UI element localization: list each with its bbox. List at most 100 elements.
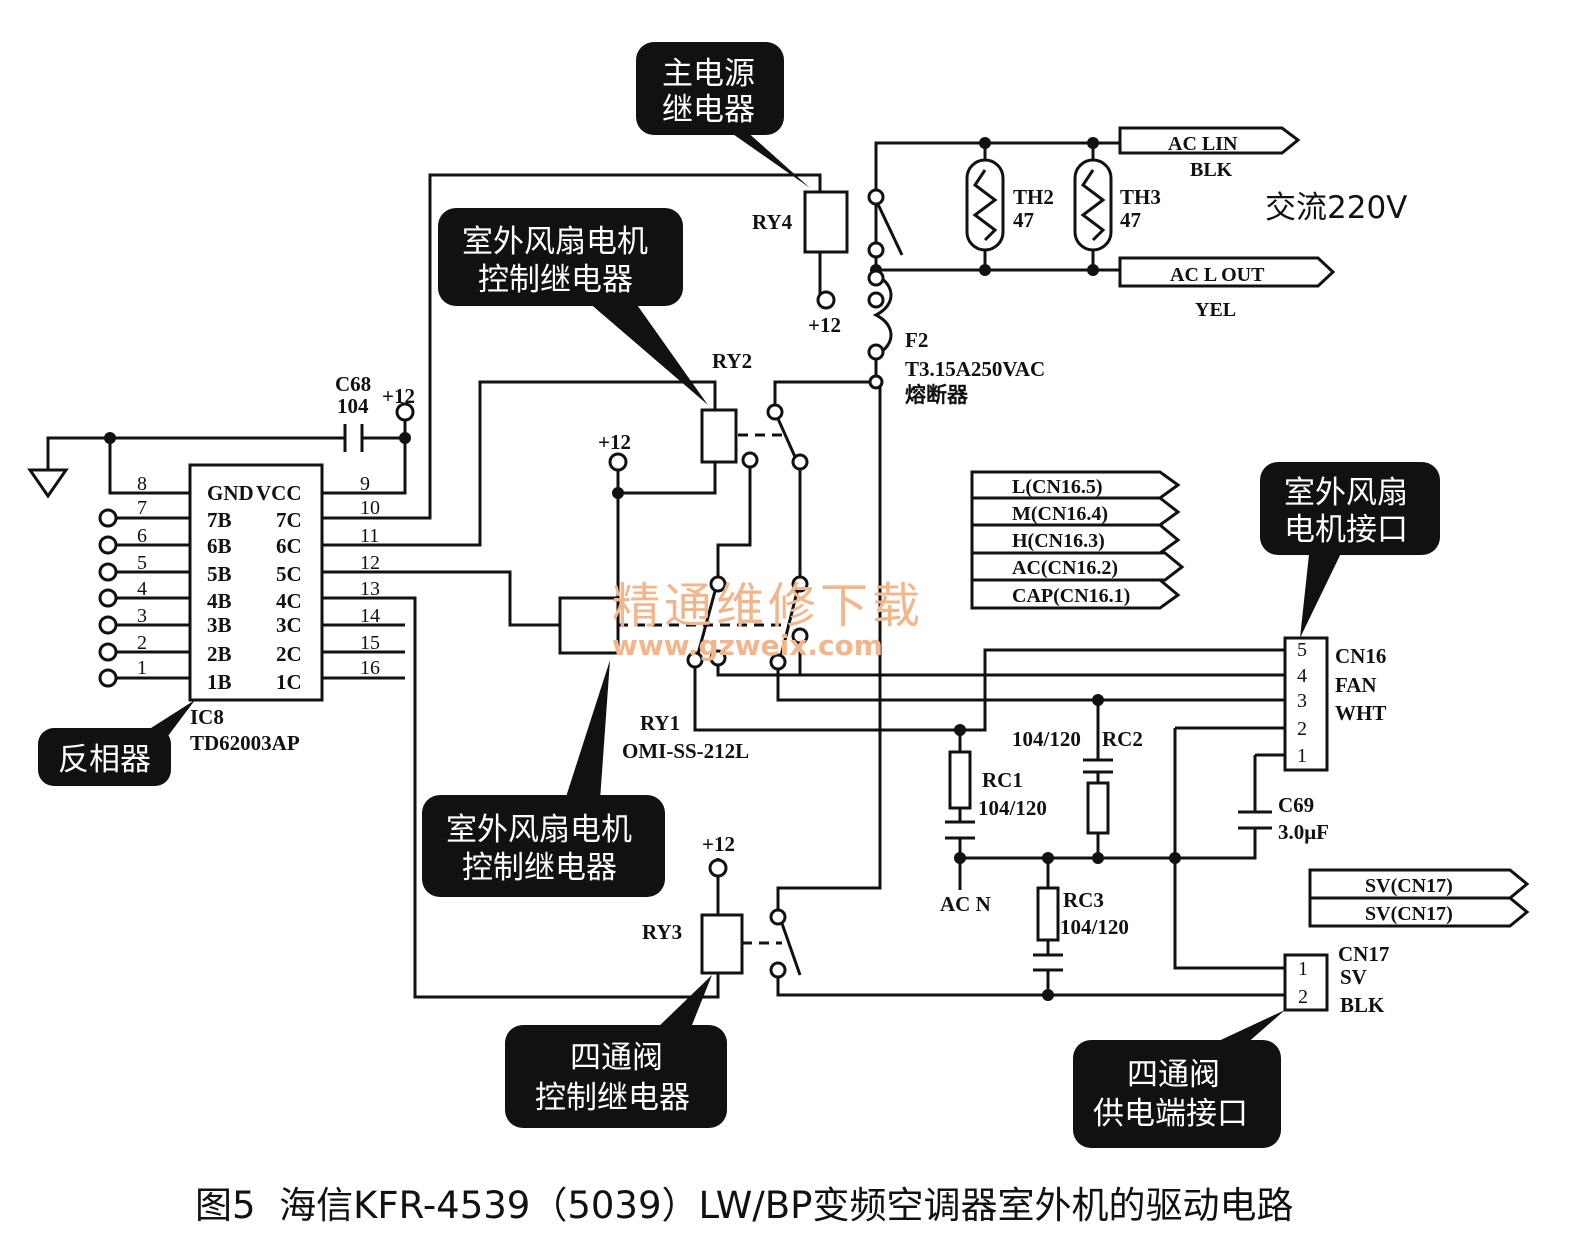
ac-lin-arrow <box>1118 126 1301 155</box>
label-c68: C68 <box>335 372 371 396</box>
thermistor-th3 <box>1073 158 1113 252</box>
callout-text: 控制继电器 <box>462 850 617 886</box>
ic-pin-name: 6B <box>207 534 232 558</box>
label-ic8-part: TD62003AP <box>190 731 300 755</box>
watermark-url: www.gzweix.com <box>612 629 883 662</box>
ic-pin-number: 4 <box>137 578 147 600</box>
connector-cn17 <box>1283 953 1329 1012</box>
label-f2-value: T3.15A250VAC <box>905 357 1045 381</box>
label-ry4-plus12: +12 <box>808 313 841 337</box>
relay-ry1-coil <box>558 596 620 655</box>
open-terminals <box>98 188 885 979</box>
callout-text: 室外风扇电机 <box>462 224 648 260</box>
ic-pin-number: 15 <box>360 632 380 654</box>
label-ry1-part: OMI-SS-212L <box>622 739 749 763</box>
label-rc3: RC3 <box>1063 888 1104 912</box>
ic-pin-name: 1C <box>276 670 302 694</box>
label-ry3: RY3 <box>642 920 682 944</box>
label-ry4: RY4 <box>752 210 793 234</box>
ic-pin-name: 1B <box>207 670 232 694</box>
callout-text: 四通阀 <box>1127 1057 1220 1093</box>
label-rc1: RC1 <box>982 768 1023 792</box>
cn16-signal-label: H(CN16.3) <box>1012 530 1105 552</box>
callout-text: 主电源 <box>662 56 755 92</box>
cn17-pin-number: 1 <box>1298 958 1308 980</box>
ic-pin-name: 2C <box>276 642 302 666</box>
ic-pin-number: 5 <box>137 552 147 574</box>
cn16-signal-label: M(CN16.4) <box>1012 503 1108 525</box>
callout-valve-interface: 四通阀 供电端接口 <box>1073 1010 1285 1148</box>
cn17-pin-number: 2 <box>1298 986 1308 1008</box>
thermistor-th2 <box>965 158 1005 252</box>
ac-lout-color: YEL <box>1195 299 1236 321</box>
resistor-rc3 <box>1033 886 1063 972</box>
wiring <box>46 141 1285 999</box>
relay-ry3-coil <box>700 913 744 975</box>
cn16-pin-number: 5 <box>1297 639 1307 661</box>
callout-fan-relay-top: 室外风扇电机 控制继电器 <box>438 208 708 405</box>
label-cn17: CN17 <box>1338 942 1389 966</box>
cn16-signal-label: L(CN16.5) <box>1012 476 1103 498</box>
relay-ry1-contacts <box>693 579 802 669</box>
ic-pin-number: 16 <box>360 657 380 679</box>
label-rc2-value: 104/120 <box>1012 727 1081 751</box>
ac-lout-label: AC L OUT <box>1170 264 1265 286</box>
ic-left-pin-numbers: 8 7 6 5 4 3 2 1 <box>137 473 147 679</box>
cn16-signal-label: AC(CN16.2) <box>1012 557 1118 579</box>
ic-right-pin-names: 7C 6C 5C 4C 3C 2C 1C <box>276 508 302 694</box>
ic-pin-number: 1 <box>137 657 147 679</box>
label-c68-value: 104 <box>337 394 369 418</box>
ic-pin-name: 2B <box>207 642 232 666</box>
label-th2: TH2 <box>1013 185 1054 209</box>
cn16-pin-number: 3 <box>1297 690 1307 712</box>
label-th3-value: 47 <box>1120 208 1141 232</box>
label-cn17-sv: SV <box>1340 965 1367 989</box>
cn17-signal-label: SV(CN17) <box>1365 875 1453 897</box>
label-rc1-value: 104/120 <box>978 796 1047 820</box>
ic-pin-number: 10 <box>360 497 380 519</box>
callout-fan-relay-bottom: 室外风扇电机 控制继电器 <box>422 660 665 897</box>
label-ry3-plus12: +12 <box>702 832 735 856</box>
callout-text: 控制继电器 <box>535 1080 690 1116</box>
figure-caption: 图5 海信KFR-4539（5039）LW/BP变频空调器室外机的驱动电路 <box>195 1184 1293 1227</box>
callout-text: 供电端接口 <box>1093 1096 1248 1132</box>
ic-pin-name: 5C <box>276 562 302 586</box>
ic-pin-name: 5B <box>207 562 232 586</box>
connector-cn16 <box>1283 636 1329 772</box>
callout-inverter: 反相器 <box>38 700 195 786</box>
watermark-cn: 精通维修下载 <box>612 578 924 634</box>
label-th2-value: 47 <box>1013 208 1034 232</box>
label-ic8: IC8 <box>190 705 224 729</box>
ic-pin-number: 13 <box>360 578 380 600</box>
callout-fan-interface: 室外风扇 电机接口 <box>1260 462 1440 638</box>
ic-pin-name: 7C <box>276 508 302 532</box>
callout-valve-relay: 四通阀 控制继电器 <box>505 975 727 1128</box>
fuse-f2 <box>872 273 893 365</box>
ic-pin-number: 11 <box>360 525 379 547</box>
relay-ry4-coil <box>803 190 849 254</box>
ic-pin-name: 3C <box>276 613 302 637</box>
ic-pin-number: 12 <box>360 552 380 574</box>
capacitor-c68 <box>343 424 364 452</box>
callout-text: 室外风扇电机 <box>446 812 632 848</box>
label-c68-plus12: +12 <box>382 384 415 408</box>
label-cn16-fan: FAN <box>1335 673 1377 697</box>
cn16-pin-number: 2 <box>1297 718 1307 740</box>
ac-lin-label: AC LIN <box>1168 133 1238 155</box>
ic-left-pin-names: 7B 6B 5B 4B 3B 2B 1B <box>207 508 232 694</box>
label-ac-n: AC N <box>940 892 991 916</box>
ic-pin-name: 7B <box>207 508 232 532</box>
ic-gnd-label: GND <box>207 481 254 505</box>
label-c69-value: 3.0μF <box>1278 820 1329 844</box>
callout-text: 电机接口 <box>1284 512 1408 548</box>
label-f2: F2 <box>905 328 928 352</box>
relay-ry2-coil <box>700 408 738 464</box>
resistor-rc2 <box>1083 758 1113 835</box>
cn16-signal-block <box>970 470 1185 610</box>
ic-pin-number: 6 <box>137 525 147 547</box>
callout-text: 反相器 <box>58 742 151 778</box>
ic-pin-name: 4B <box>207 589 232 613</box>
ac-lin-color: BLK <box>1190 159 1233 181</box>
cn16-pin-number: 1 <box>1297 745 1307 767</box>
resistor-rc1 <box>945 750 975 840</box>
